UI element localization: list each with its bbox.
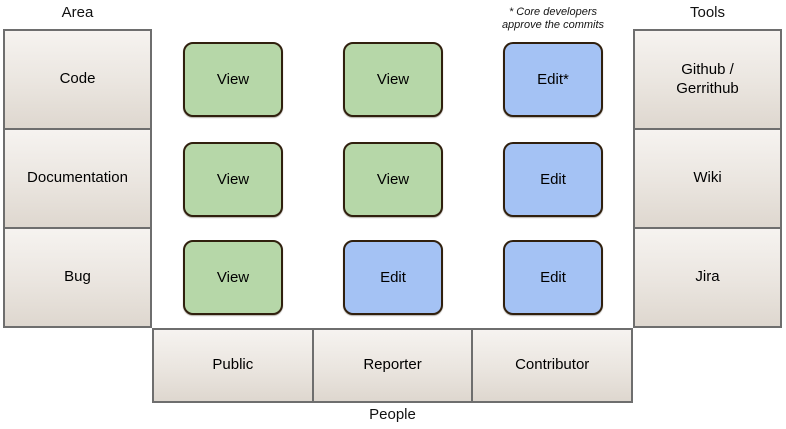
cell-bug-contributor: Edit (503, 240, 603, 315)
people-item-public-label: Public (212, 356, 254, 374)
people-item-public: Public (152, 328, 314, 403)
tool-item-jira: Jira (633, 227, 782, 328)
footnote-line-2: approve the commits (501, 19, 605, 31)
cell-documentation-reporter: View (343, 142, 443, 217)
cell-documentation-public-label: View (216, 171, 250, 188)
tool-item-jira-label: Jira (695, 268, 720, 286)
cell-bug-public-label: View (216, 269, 250, 286)
footnote: * Core developers approve the commits (468, 6, 638, 32)
tool-item-wiki-label: Wiki (693, 169, 722, 187)
area-item-bug: Bug (3, 227, 152, 328)
cell-documentation-contributor-label: Edit (540, 171, 566, 188)
area-item-documentation: Documentation (3, 128, 152, 229)
people-row-label: People (369, 406, 416, 423)
people-item-reporter-label: Reporter (363, 356, 422, 374)
cell-bug-public: View (183, 240, 283, 315)
cell-code-public-label: View (216, 71, 250, 88)
people-item-contributor-label: Contributor (515, 356, 590, 374)
cell-code-reporter: View (343, 42, 443, 117)
cell-code-contributor-label: Edit* (537, 71, 569, 88)
tool-item-github-gerrithub: Github / Gerrithub (633, 29, 782, 130)
area-item-bug-label: Bug (64, 268, 91, 286)
area-item-code: Code (3, 29, 152, 130)
cell-bug-reporter-label: Edit (380, 269, 406, 286)
tools-column-label: Tools (689, 4, 726, 21)
cell-code-contributor: Edit* (503, 42, 603, 117)
area-column: Code Documentation Bug (3, 29, 152, 328)
cell-bug-reporter: Edit (343, 240, 443, 315)
tools-column: Github / Gerrithub Wiki Jira (633, 29, 782, 328)
footnote-line-1: * Core developers (508, 6, 598, 18)
cell-code-public: View (183, 42, 283, 117)
people-item-contributor: Contributor (471, 328, 634, 403)
tool-item-wiki: Wiki (633, 128, 782, 229)
area-item-documentation-label: Documentation (27, 169, 128, 187)
people-item-reporter: Reporter (311, 328, 474, 403)
cell-documentation-contributor: Edit (503, 142, 603, 217)
cell-code-reporter-label: View (376, 71, 410, 88)
area-item-code-label: Code (59, 70, 96, 88)
people-row: Public Reporter Contributor (152, 328, 634, 403)
tool-item-github-gerrithub-label: Github / Gerrithub (676, 60, 739, 97)
cell-documentation-reporter-label: View (376, 171, 410, 188)
cell-bug-contributor-label: Edit (540, 269, 566, 286)
cell-documentation-public: View (183, 142, 283, 217)
area-column-label: Area (61, 4, 94, 21)
